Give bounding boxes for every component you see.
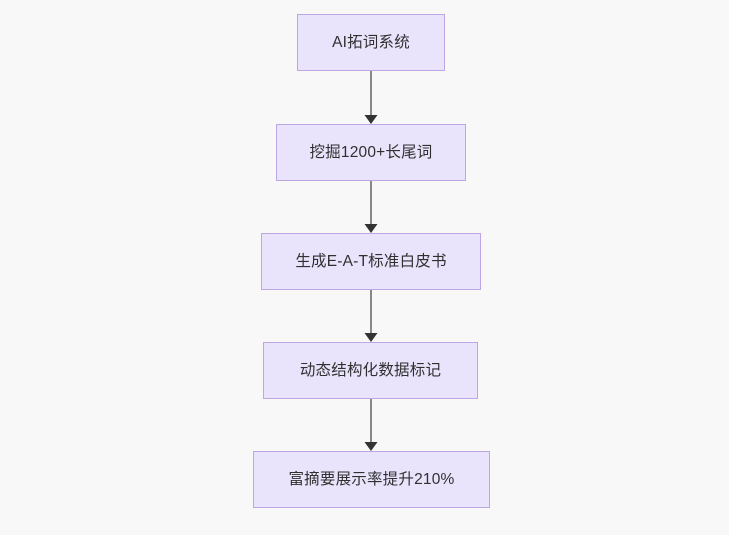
flow-arrow-2 (358, 181, 384, 233)
flow-node-2[interactable]: 挖掘1200+长尾词 (276, 124, 466, 181)
flow-arrow-4 (358, 399, 384, 451)
flow-node-3[interactable]: 生成E-A-T标准白皮书 (261, 233, 481, 290)
flow-node-label: AI拓词系统 (332, 33, 410, 51)
flow-node-label: 动态结构化数据标记 (299, 361, 442, 379)
flow-node-label: 富摘要展示率提升210% (288, 470, 455, 488)
flow-arrow-1 (358, 71, 384, 124)
flow-node-5[interactable]: 富摘要展示率提升210% (253, 451, 490, 508)
flow-node-label: 挖掘1200+长尾词 (309, 143, 433, 161)
flow-node-1[interactable]: AI拓词系统 (297, 14, 445, 71)
flow-arrow-3 (358, 290, 384, 342)
flow-node-label: 生成E-A-T标准白皮书 (295, 252, 447, 270)
flow-node-4[interactable]: 动态结构化数据标记 (263, 342, 478, 399)
